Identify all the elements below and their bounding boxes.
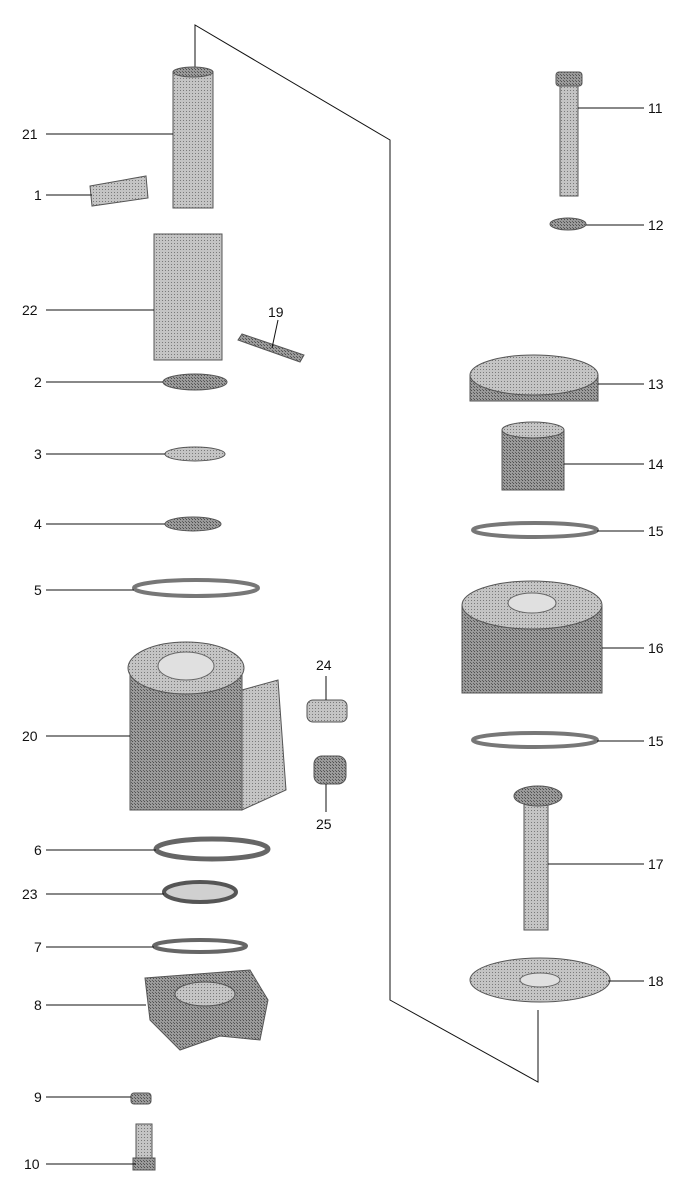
part-14-rotor [501,421,565,491]
part-19-rod [237,333,305,363]
callout-10: 10 [24,1156,40,1172]
part-15-oring-lower [471,731,599,749]
part-12-washer [549,217,587,231]
part-4-ring [164,516,222,532]
callout-6: 6 [34,842,42,858]
part-23-ring [162,880,238,904]
part-8-end-cap [144,969,269,1051]
part-16-stator [461,580,603,694]
callout-23: 23 [22,886,38,902]
part-3-ring [164,446,226,462]
callout-25: 25 [316,816,332,832]
callout-8: 8 [34,997,42,1013]
part-9-washer [130,1092,152,1105]
part-13-plate [469,354,599,402]
callout-16: 16 [648,640,664,656]
part-15-oring-upper [471,521,599,539]
callout-19: 19 [268,304,284,320]
callout-20: 20 [22,728,38,744]
part-25-fitting [313,755,347,785]
callout-7: 7 [34,939,42,955]
part-22-sleeve [153,233,223,361]
assembly-frame-line [194,24,539,1083]
callout-21: 21 [22,126,38,142]
callout-15-upper: 15 [648,523,664,539]
callout-24: 24 [316,657,332,673]
callout-2: 2 [34,374,42,390]
part-17-drive-shaft [513,785,563,931]
leader-lines [46,107,644,1165]
callout-22: 22 [22,302,38,318]
part-24-fitting [306,699,348,723]
callout-18: 18 [648,973,664,989]
callout-3: 3 [34,446,42,462]
callout-14: 14 [648,456,664,472]
part-5-oring [132,578,260,598]
part-18-valve-plate [469,957,611,1003]
part-6-oring [153,836,271,862]
callout-4: 4 [34,516,42,532]
callout-11: 11 [648,100,663,116]
part-20-housing [127,641,287,811]
part-2-ring [162,373,228,391]
callout-1: 1 [34,187,42,203]
part-7-oring [152,938,248,954]
part-1-pin [89,175,149,207]
callout-17: 17 [648,856,664,872]
callout-15-lower: 15 [648,733,664,749]
callout-12: 12 [648,217,664,233]
callout-13: 13 [648,376,664,392]
callout-9: 9 [34,1089,42,1105]
part-10-screw [132,1123,156,1171]
part-11-bolt [555,71,583,197]
callout-5: 5 [34,582,42,598]
part-21-shaft [172,66,214,209]
